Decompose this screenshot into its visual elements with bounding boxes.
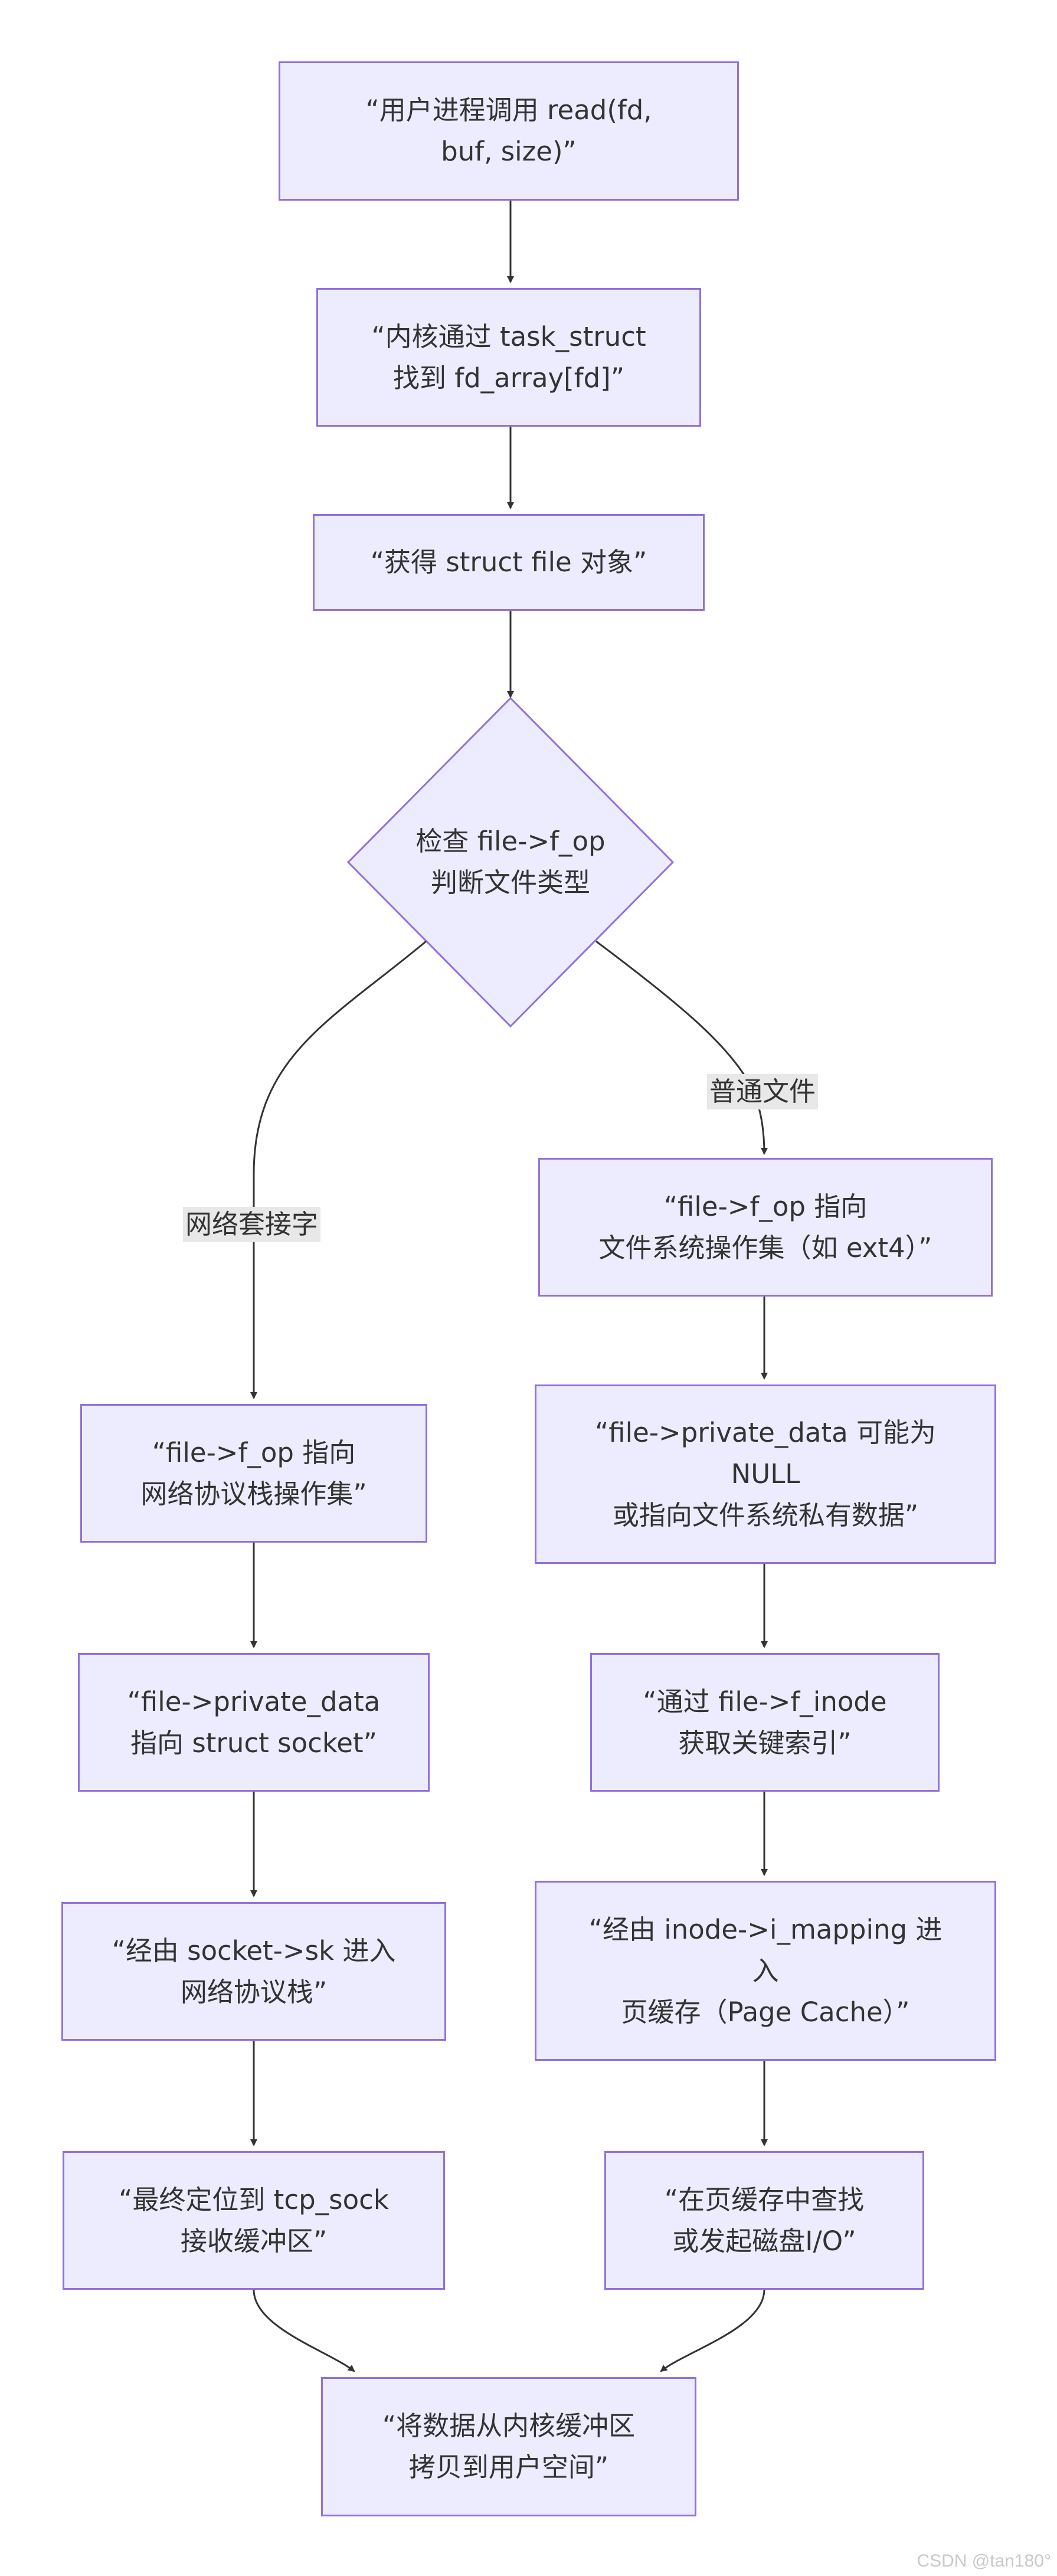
edge-l4-end xyxy=(253,2289,355,2372)
decision-diamond xyxy=(346,696,675,1028)
node-user-read-call: “用户进程调用 read(fd,buf, size)” xyxy=(279,61,739,201)
edge-label-regular-file: 普通文件 xyxy=(707,1074,819,1109)
node-socket-sk-stack: “经由 socket->sk 进入网络协议栈” xyxy=(61,1902,446,2041)
node-f-op-network-ops: “file->f_op 指向网络协议栈操作集” xyxy=(80,1404,427,1543)
node-i-mapping-page-cache: “经由 inode->i_mapping 进入页缓存（Page Cache）” xyxy=(535,1881,996,2061)
node-copy-to-user: “将数据从内核缓冲区拷贝到用户空间” xyxy=(321,2377,696,2516)
edge-label-network-socket: 网络套接字 xyxy=(183,1207,321,1242)
edge-r5-end xyxy=(660,2289,765,2372)
node-page-cache-lookup: “在页缓存中查找或发起磁盘I/O” xyxy=(604,2151,924,2290)
node-get-struct-file: “获得 struct file 对象” xyxy=(313,514,705,611)
watermark: CSDN @tan180° xyxy=(917,2551,1051,2571)
node-f-op-filesystem-ops: “file->f_op 指向文件系统操作集（如 ext4）” xyxy=(538,1158,993,1297)
edge-decision-left xyxy=(250,940,427,1399)
edge-decision-right xyxy=(595,940,768,1155)
